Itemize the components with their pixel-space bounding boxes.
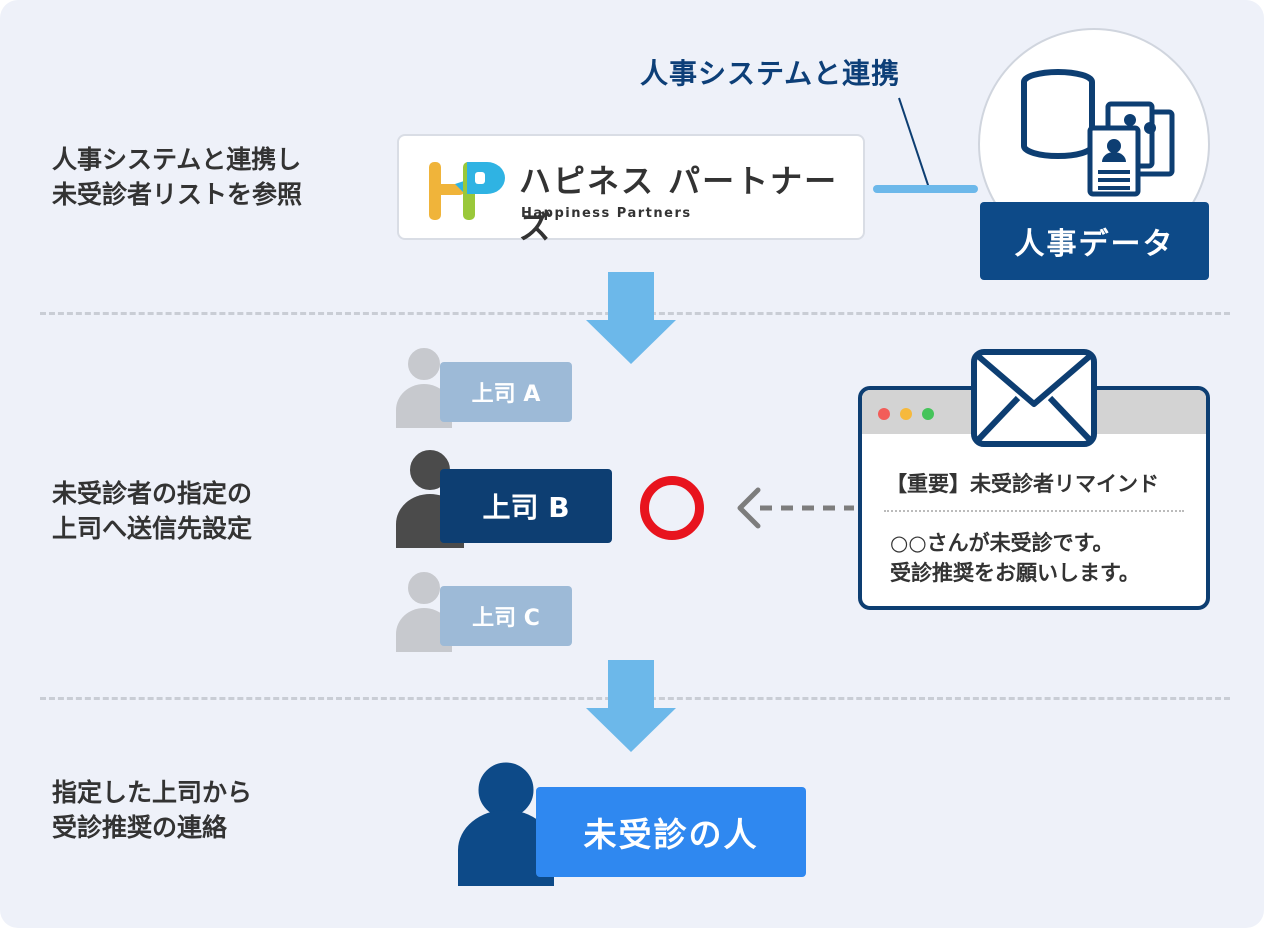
reminder-mail-window: 【重要】未受診者リマインド ○○さんが未受診です。 受診推奨をお願いします。 xyxy=(858,386,1210,610)
logo-subtitle: Happiness Partners xyxy=(521,206,692,221)
mail-body: ○○さんが未受診です。 受診推奨をお願いします。 xyxy=(890,531,1140,585)
unexamined-person-tag: 未受診の人 xyxy=(536,787,806,877)
boss-c-person-icon xyxy=(396,568,452,652)
boss-c-tag: 上司 C xyxy=(440,586,572,646)
hr-data-label: 人事データ xyxy=(980,202,1209,280)
integration-caption: 人事システムと連携 xyxy=(640,57,901,90)
hp-logo-mark xyxy=(429,162,505,220)
target-person-icon xyxy=(458,757,554,886)
envelope-icon xyxy=(971,349,1097,447)
down-arrow-icon xyxy=(586,660,676,752)
step-2-label: 未受診者の指定の 上司へ送信先設定 xyxy=(52,479,253,543)
boss-a-person-icon xyxy=(396,344,452,428)
happiness-partners-logo-box: ハピネス パートナーズ Happiness Partners xyxy=(397,134,865,246)
mail-subject: 【重要】未受診者リマインド xyxy=(886,472,1159,496)
window-minimize-dot xyxy=(900,408,912,420)
down-arrow-icon xyxy=(586,272,676,364)
window-maximize-dot xyxy=(922,408,934,420)
integration-connector xyxy=(873,185,978,193)
document-stack-icon xyxy=(1087,101,1175,197)
boss-a-tag: 上司 A xyxy=(440,362,572,422)
caption-pointer-line xyxy=(898,97,930,189)
selected-ring-icon xyxy=(640,476,704,540)
step-3-label: 指定した上司から 受診推奨の連絡 xyxy=(52,778,253,842)
window-close-dot xyxy=(878,408,890,420)
left-dashed-arrow-icon xyxy=(737,487,854,529)
boss-b-tag: 上司 B xyxy=(440,469,612,543)
mail-divider xyxy=(884,510,1184,512)
step-1-label: 人事システムと連携し 未受診者リストを参照 xyxy=(52,145,303,209)
logo-title: ハピネス パートナーズ xyxy=(519,162,839,246)
